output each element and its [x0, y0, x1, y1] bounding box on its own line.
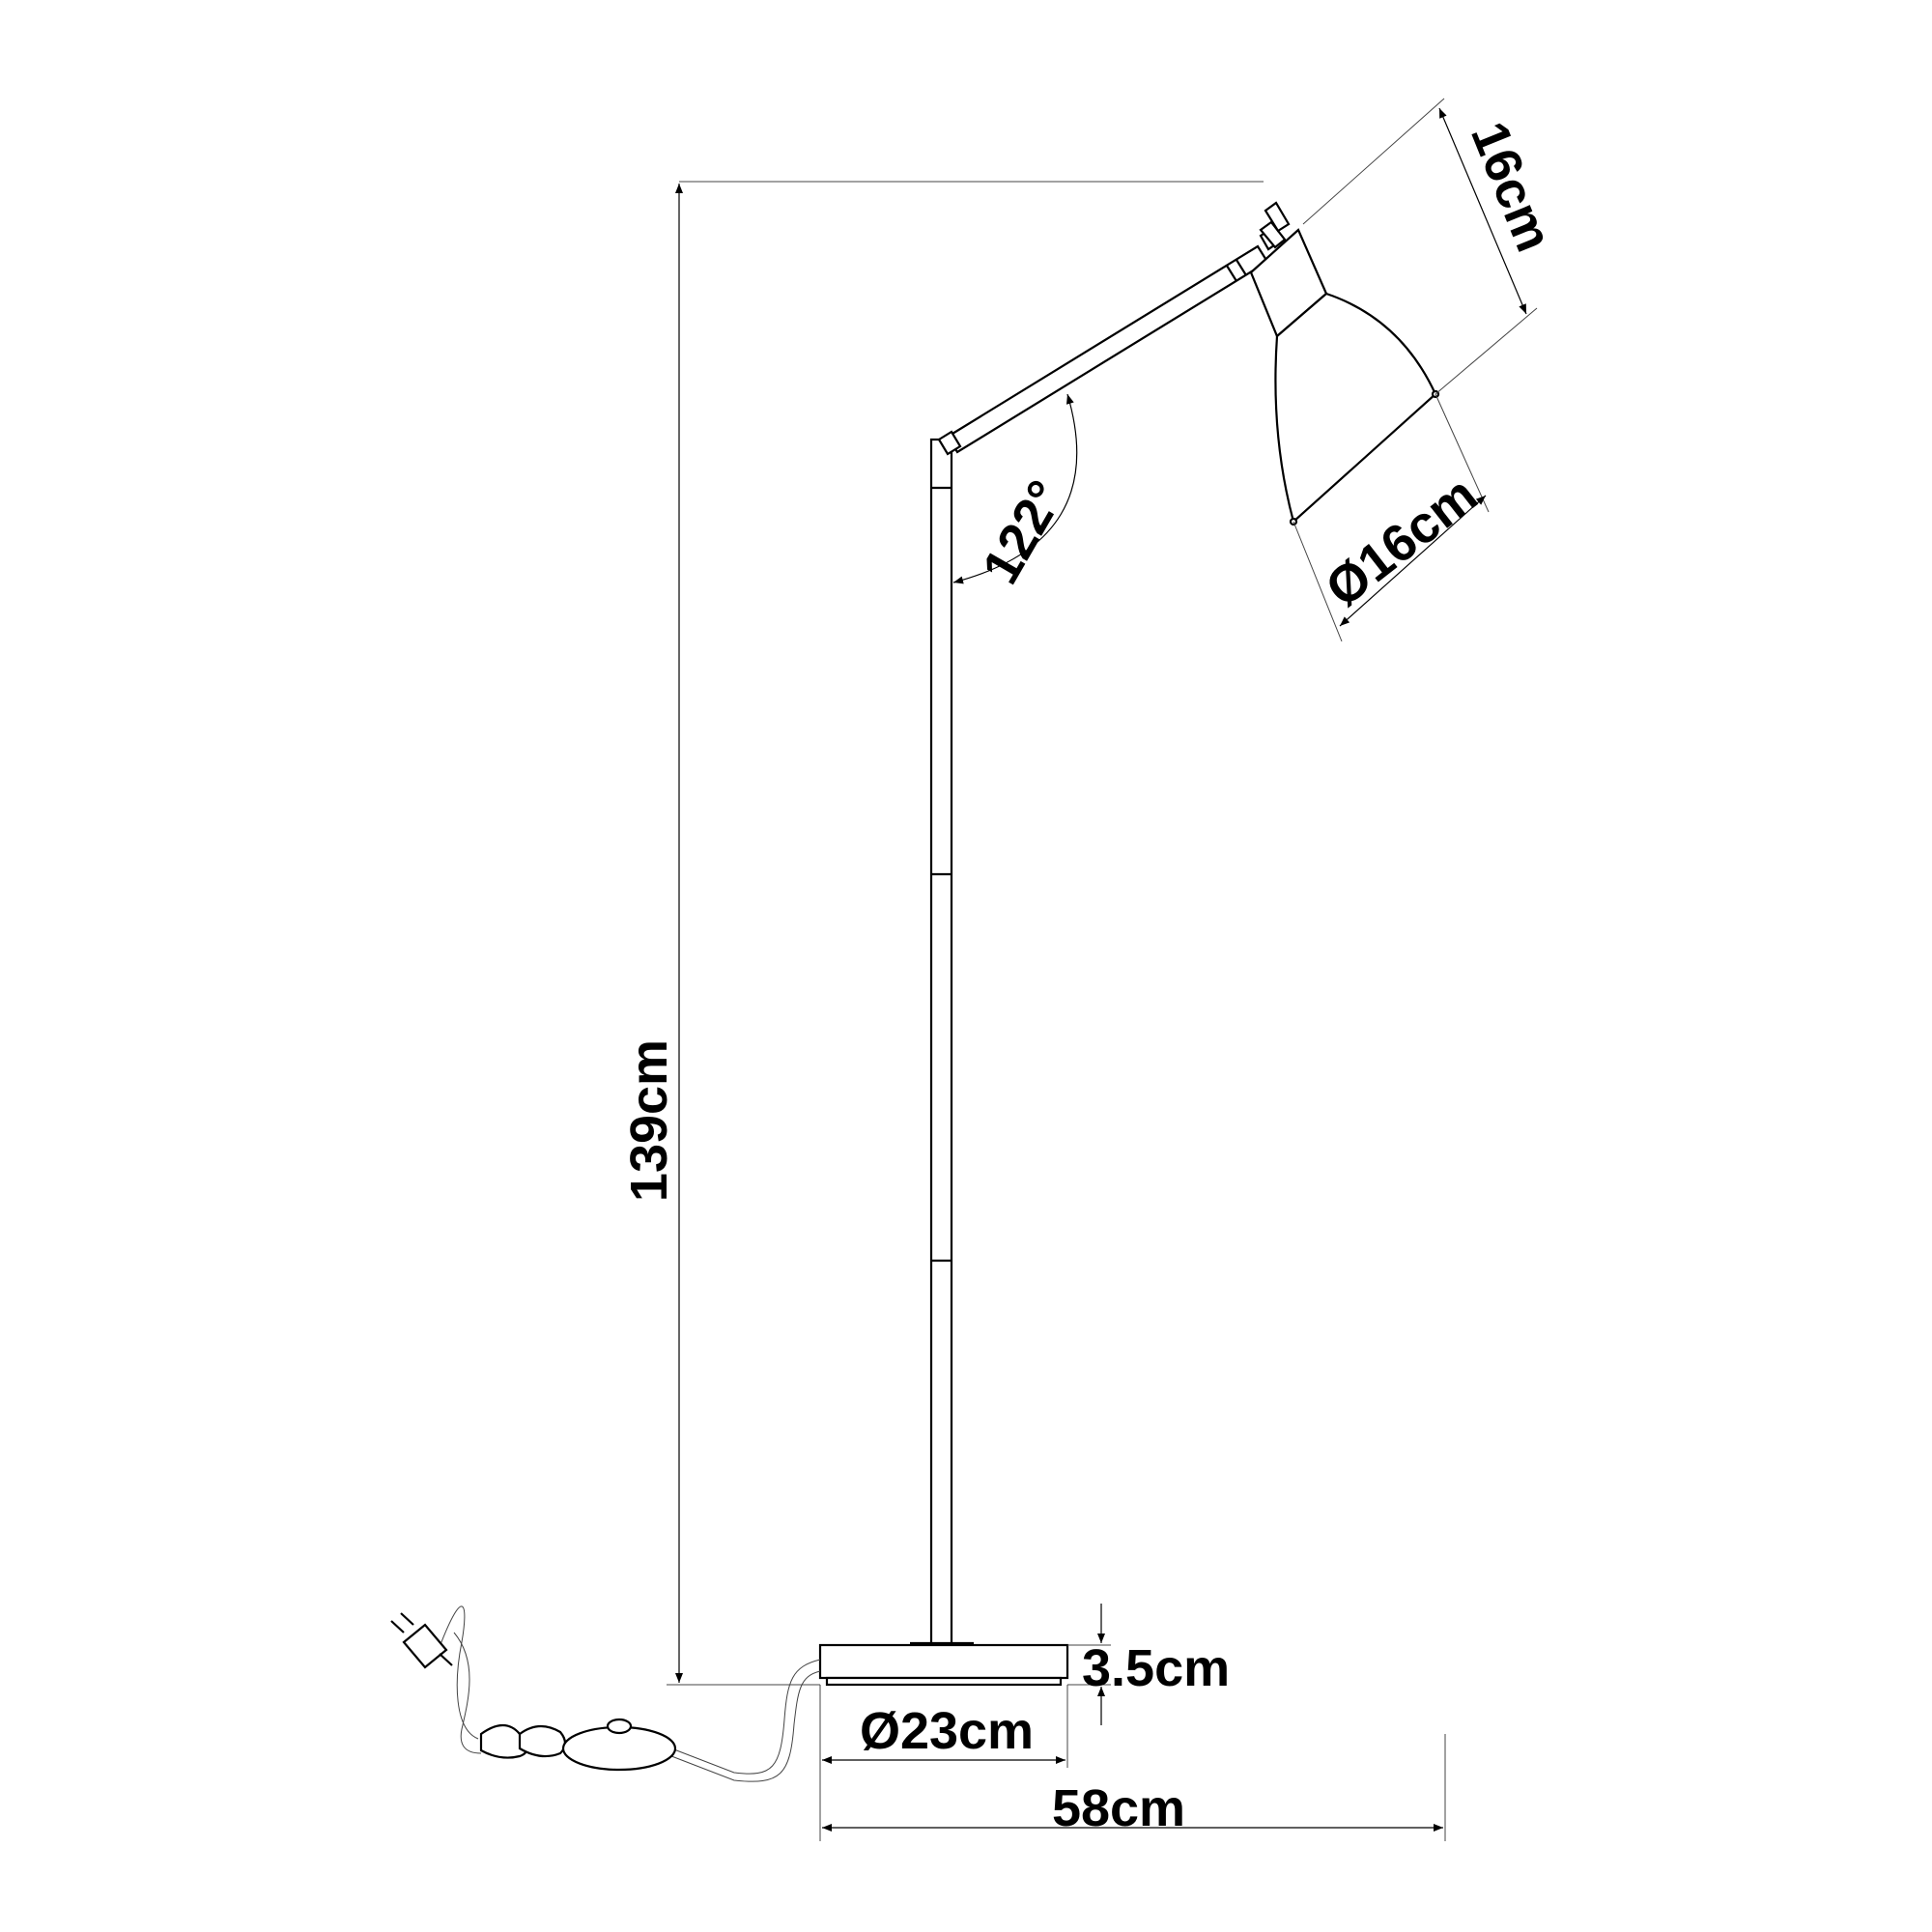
- shade-length-label: 16cm: [1460, 114, 1563, 260]
- total-width-dimension: 58cm: [822, 1734, 1446, 1841]
- base-diameter-label: Ø23cm: [860, 1702, 1034, 1760]
- height-dimension: 139cm: [620, 181, 1264, 1686]
- base-diameter-dimension: Ø23cm: [819, 1685, 1068, 1841]
- shade-diameter-label: Ø16cm: [1315, 466, 1488, 618]
- lamp-base: [818, 1641, 1069, 1687]
- base-height-label: 3.5cm: [1082, 1639, 1230, 1697]
- height-label: 139cm: [620, 1039, 678, 1202]
- power-cord: [439, 1605, 821, 1782]
- lamp-pole: [929, 438, 953, 1647]
- total-width-label: 58cm: [1052, 1779, 1185, 1837]
- lamp-shade: [1249, 201, 1440, 526]
- arm-angle-label: 122°: [972, 471, 1076, 594]
- plug-icon: [390, 1612, 453, 1669]
- lamp-arm: [937, 244, 1269, 456]
- foot-switch: [561, 1718, 677, 1772]
- base-height-dimension: 3.5cm: [1067, 1604, 1230, 1725]
